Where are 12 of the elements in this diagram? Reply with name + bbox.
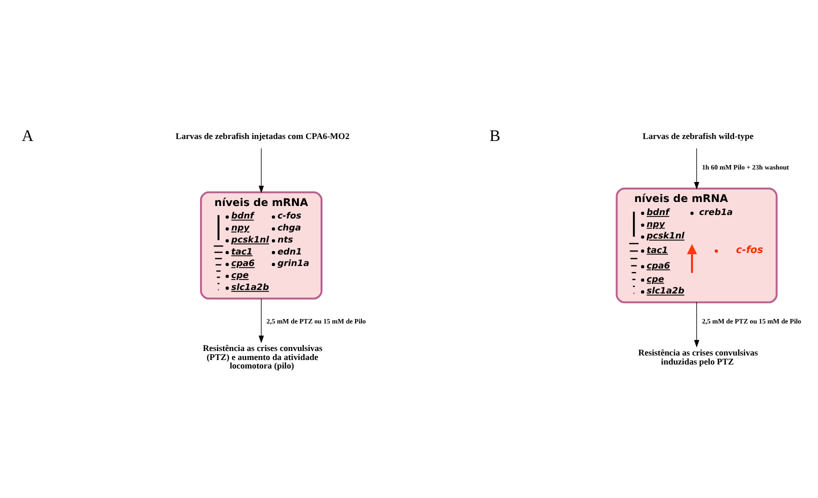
label: B xyxy=(489,126,500,144)
arrow xyxy=(694,148,700,189)
node-text: Larvas de zebrafish wild-type xyxy=(642,130,754,140)
node-box: níveis de mRNA bdnf c-fos npy chga pcsk1nl nts tac1 edn1 cpa6 grin1a cpe slc1a2b xyxy=(200,190,322,299)
arrow xyxy=(258,298,264,343)
label: A xyxy=(22,126,34,144)
arrow xyxy=(258,148,264,193)
node-box: níveis de mRNA bdnf creb1a npy pcsk1nl tac1 c-fos cpa6 cpe slc1a2b xyxy=(616,187,778,303)
node-text: Resistência as crises convulsivas (PTZ) e aumento da atividade locomotora (pilo) xyxy=(202,342,322,370)
arrow xyxy=(694,302,700,347)
node-text: Larvas de zebrafish injetadas com CPA6-MO2 xyxy=(176,130,350,140)
node-text: Resistência as crises convulsivas induzidas pelo PTZ xyxy=(638,347,758,366)
